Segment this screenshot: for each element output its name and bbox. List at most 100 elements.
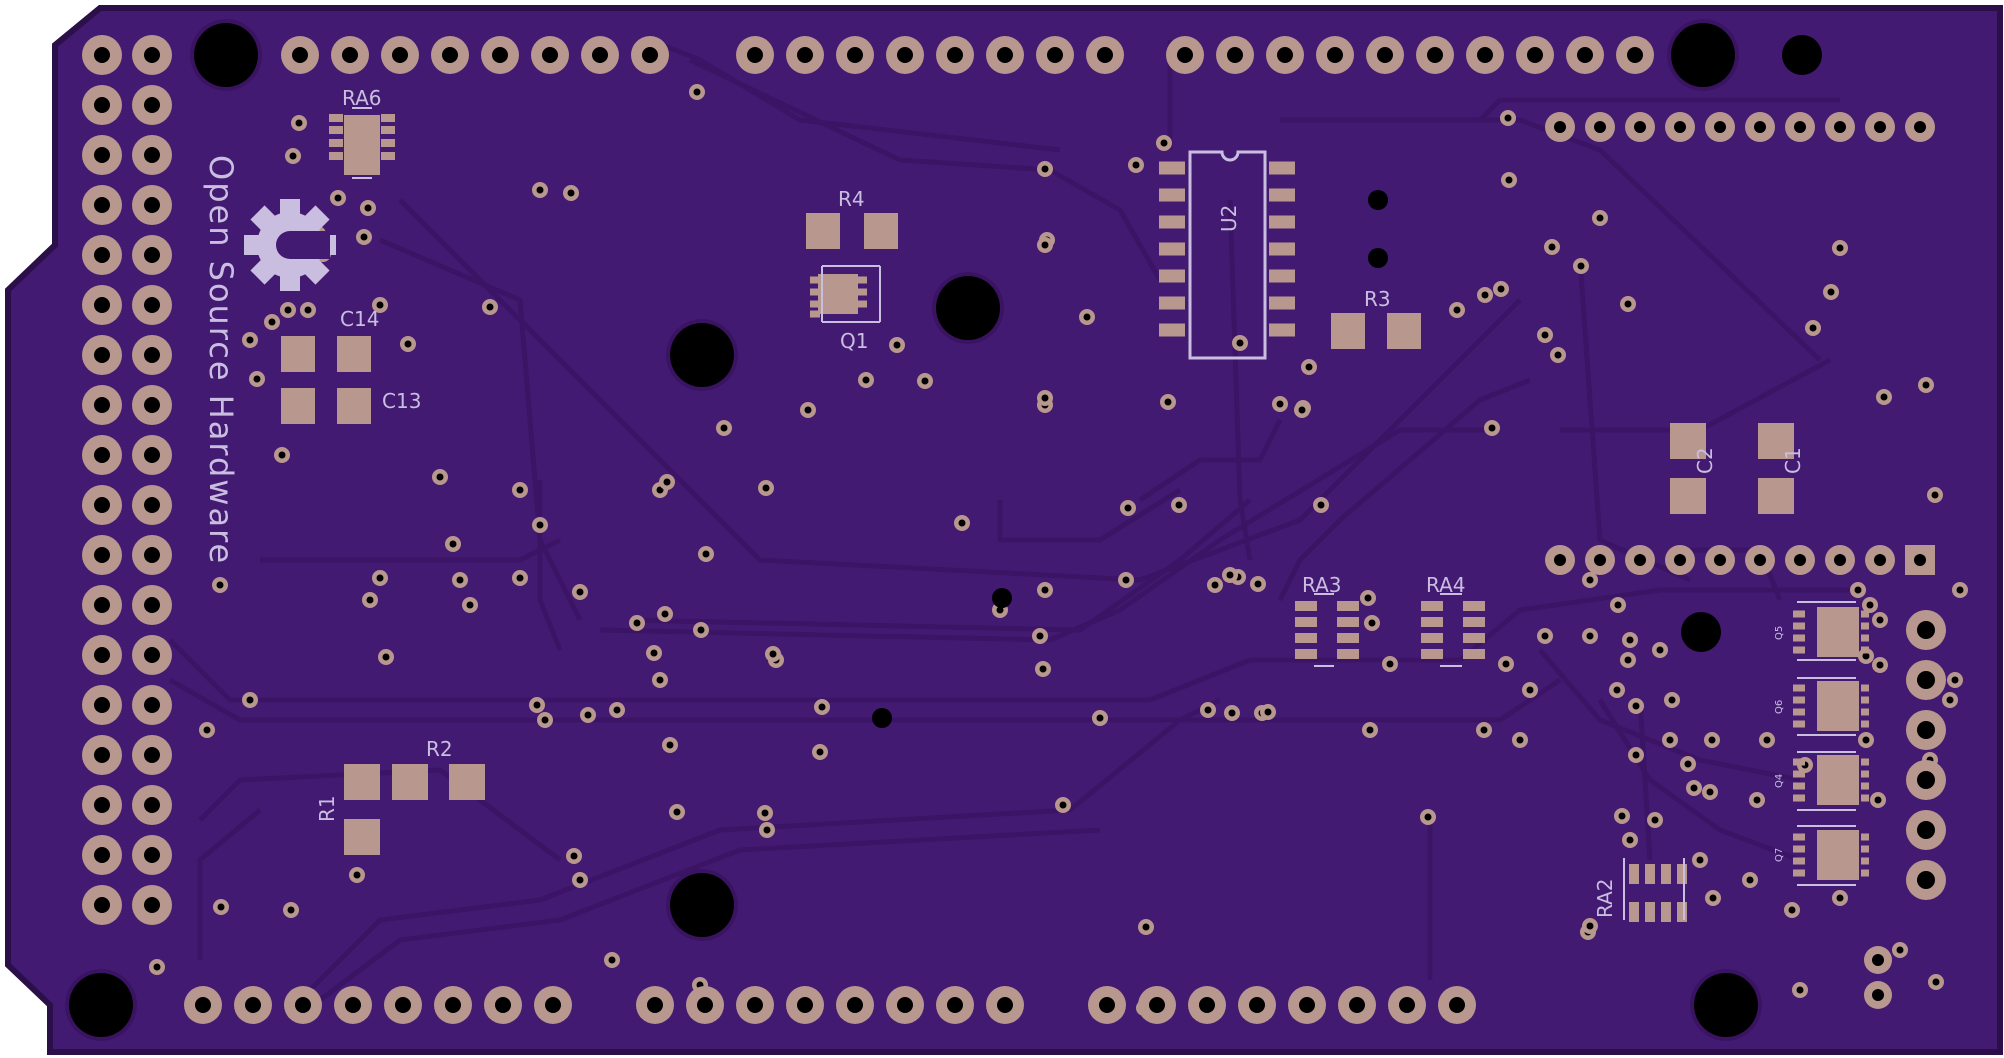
- via-drill-95: [1932, 978, 1940, 986]
- upper-row-pad-3-drill: [1674, 121, 1686, 133]
- mosfet-pin-0-1: [1793, 622, 1805, 630]
- trace-5: [649, 37, 1061, 153]
- header-a-pad-14-drill: [94, 747, 110, 763]
- via-drill-36: [1041, 394, 1049, 402]
- bottom-pad-a-5-drill: [445, 997, 461, 1013]
- via-drill-21: [1836, 244, 1844, 252]
- mosfet-tabpin-0-2: [1861, 634, 1869, 642]
- via-drill-151: [673, 808, 681, 816]
- c2-pad-b: [1670, 478, 1706, 514]
- ra2-pad-t-1: [1645, 864, 1655, 884]
- via-drill-25: [1488, 424, 1496, 432]
- via-drill-92: [1626, 836, 1634, 844]
- via-drill-18: [1541, 331, 1549, 339]
- mosfet-tab-0: [1817, 607, 1859, 657]
- via-drill-12: [1596, 214, 1604, 222]
- top-pad-a-7-drill: [642, 47, 658, 63]
- label-c13: C13: [382, 389, 421, 413]
- trace-12: [1577, 259, 1692, 583]
- c13-pad-b: [337, 388, 371, 424]
- u2-pad-l-0: [1159, 161, 1185, 175]
- via-drill-140: [613, 706, 621, 714]
- ra6-pad-r-2: [381, 139, 395, 147]
- via-drill-148: [816, 748, 824, 756]
- via-drill-67: [1684, 760, 1692, 768]
- top-pad-c-9-drill: [1627, 47, 1643, 63]
- vias: [149, 84, 1968, 1016]
- trace-24: [997, 487, 1182, 543]
- bottom-pad-a-0-drill: [195, 997, 211, 1013]
- hole-2: [670, 323, 734, 387]
- via-drill-62: [1613, 686, 1621, 694]
- label-ra4: RA4: [1426, 573, 1466, 597]
- via-drill-121: [456, 576, 464, 584]
- trace-9: [599, 427, 1500, 643]
- bottom-pad-b-6-drill: [947, 997, 963, 1013]
- trace-1: [168, 677, 1562, 723]
- hole-8: [1681, 612, 1721, 652]
- header-a-pad-16-drill: [94, 847, 110, 863]
- top-pad-a-0-drill: [292, 47, 308, 63]
- upper-row-pad-4-drill: [1714, 121, 1726, 133]
- via-drill-154: [608, 956, 616, 964]
- u2-pad-r-1: [1269, 188, 1295, 202]
- via-drill-59: [1059, 801, 1067, 809]
- via-drill-48: [1624, 656, 1632, 664]
- lower-row-pad-9-drill: [1914, 554, 1926, 566]
- via-drill-30: [1164, 398, 1172, 406]
- via-drill-119: [486, 303, 494, 311]
- mosfet-pin-1-3: [1793, 720, 1805, 728]
- top-pad-b-1-drill: [797, 47, 813, 63]
- bottom-pad-b-4-drill: [847, 997, 863, 1013]
- trace-18: [298, 697, 1222, 1002]
- label-u2: U2: [1217, 205, 1241, 232]
- upper-row-pad-5-drill: [1754, 121, 1766, 133]
- via-drill-7: [862, 376, 870, 384]
- trace-15: [1597, 698, 1801, 863]
- via-drill-53: [1480, 726, 1488, 734]
- mosfet-pin-0-2: [1793, 634, 1805, 642]
- c13-pad-a: [281, 388, 315, 424]
- q1-pin-l-3: [810, 310, 820, 318]
- via-drill-96: [1796, 986, 1804, 994]
- top-pad-b-3-drill: [897, 47, 913, 63]
- header-a-pad-11-drill: [94, 597, 110, 613]
- via-drill-50: [1586, 576, 1594, 584]
- upper-row-pad-8-drill: [1874, 121, 1886, 133]
- via-drill-120: [449, 540, 457, 548]
- via-drill-47: [1656, 646, 1664, 654]
- via-drill-110: [304, 306, 312, 314]
- ra6-body: [344, 115, 380, 175]
- header-b-pad-1-drill: [144, 97, 160, 113]
- q1-pin-l-0: [810, 276, 820, 284]
- via-drill-40: [1364, 594, 1372, 602]
- header-b-pad-16-drill: [144, 847, 160, 863]
- trace-3: [398, 198, 1522, 583]
- header-a-pad-17-drill: [94, 897, 110, 913]
- via-drill-32: [1041, 241, 1049, 249]
- ra6-pad-r-0: [381, 114, 395, 122]
- via-drill-161: [1036, 632, 1044, 640]
- via-drill-1: [567, 189, 575, 197]
- ra6-pad-r-1: [381, 126, 395, 134]
- q1-pin-r-1: [857, 288, 867, 296]
- via-drill-64: [1668, 696, 1676, 704]
- u2-pad-l-1: [1159, 188, 1185, 202]
- right-header-pad-1-drill: [1917, 671, 1935, 689]
- via-drill-85: [1922, 381, 1930, 389]
- mosfet-pin-1-1: [1793, 696, 1805, 704]
- bottom-pad-c-5-drill: [1349, 997, 1365, 1013]
- label-c14: C14: [340, 307, 379, 331]
- header-a-pad-8-drill: [94, 447, 110, 463]
- header-a-pad-0-drill: [94, 47, 110, 63]
- via-drill-106: [295, 119, 303, 127]
- r1-pad-b: [344, 819, 380, 855]
- ra2-pad-b-3: [1677, 902, 1687, 922]
- ra4-pad-r-0: [1463, 601, 1485, 611]
- via-drill-138: [533, 701, 541, 709]
- via-drill-75: [1862, 736, 1870, 744]
- label-q1: Q1: [840, 329, 868, 353]
- mosfet-tabpin-0-0: [1861, 610, 1869, 618]
- via-drill-66: [1666, 736, 1674, 744]
